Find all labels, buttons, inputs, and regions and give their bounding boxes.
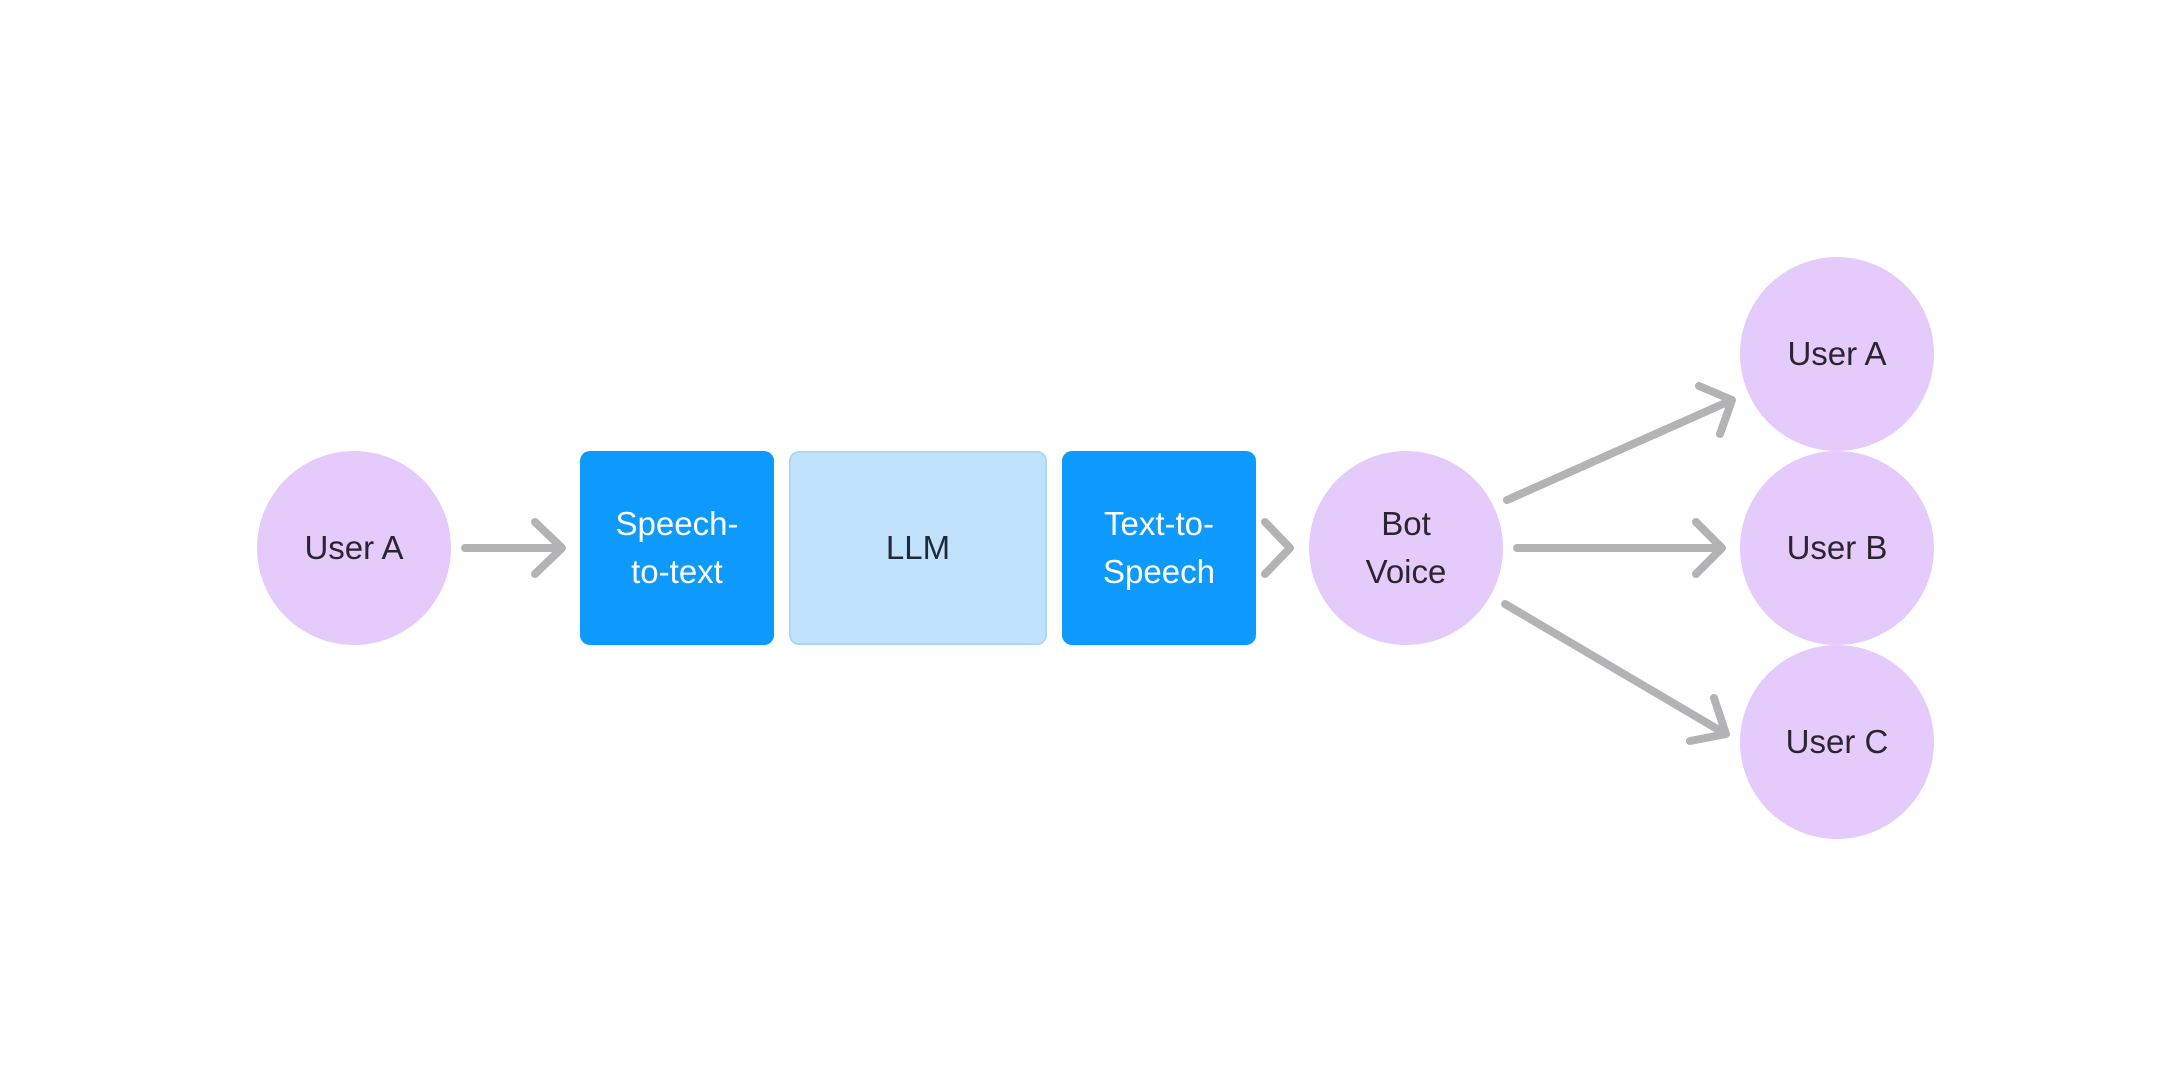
arrow-tts-to-bot-voice <box>1261 518 1294 578</box>
user-c-target-node: User C <box>1740 645 1934 839</box>
user-b-target-node: User B <box>1740 451 1934 645</box>
user-b-target-label: User B <box>1786 529 1888 566</box>
bot-voice-node: Bot Voice <box>1309 451 1503 645</box>
llm-label: LLM <box>885 529 951 566</box>
text-to-speech-box: Text-to- Speech <box>1062 451 1256 645</box>
arrow-bot-voice-to-user-b <box>1513 518 1726 578</box>
speech-to-text-box: Speech- to-text <box>580 451 774 645</box>
user-a-target-node: User A <box>1740 257 1934 451</box>
text-to-speech-label: Text-to- Speech <box>1103 505 1215 590</box>
user-a-source-node: User A <box>257 451 451 645</box>
bot-voice-label: Bot Voice <box>1365 505 1447 590</box>
llm-box: LLM <box>789 451 1047 645</box>
user-a-target-label: User A <box>1787 335 1887 372</box>
speech-to-text-label: Speech- to-text <box>615 505 739 590</box>
arrow-user-a-to-stt <box>461 518 566 578</box>
arrow-bot-voice-to-user-a <box>1503 382 1736 504</box>
arrow-bot-voice-to-user-c <box>1501 600 1730 745</box>
user-a-source-label: User A <box>304 529 404 566</box>
user-c-target-label: User C <box>1785 723 1889 760</box>
